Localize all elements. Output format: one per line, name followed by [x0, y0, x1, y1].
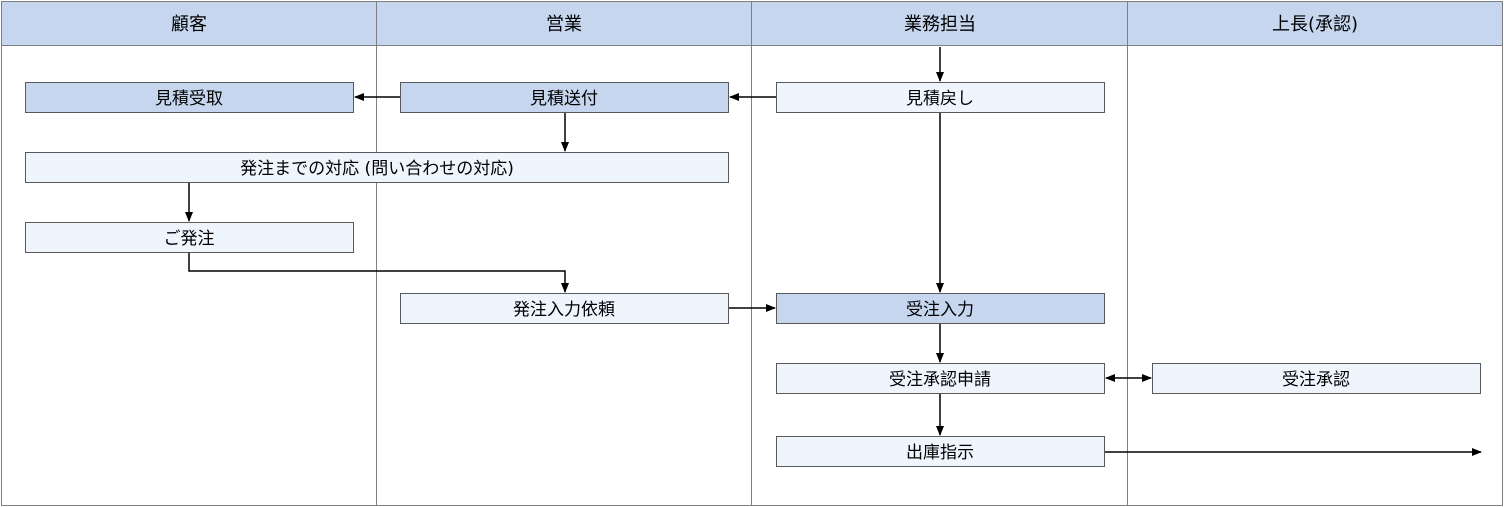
- box-mitsumori-modoshi: 見積戻し: [776, 82, 1105, 113]
- box-label: 発注までの対応 (問い合わせの対応): [240, 159, 514, 179]
- arrow-go-hacchu-to-irai: [188, 253, 569, 293]
- box-shukko-shiji: 出庫指示: [776, 436, 1105, 467]
- box-label: 発注入力依頼: [513, 300, 615, 320]
- box-juchu-shounin: 受注承認: [1152, 363, 1481, 394]
- box-label: 見積受取: [155, 89, 223, 109]
- box-label: 見積戻し: [906, 89, 974, 109]
- box-hacchu-taiou: 発注までの対応 (問い合わせの対応): [25, 152, 729, 183]
- box-label: 受注承認申請: [889, 370, 991, 390]
- box-juchu-shounin-shinsei: 受注承認申請: [776, 363, 1105, 394]
- box-label: 受注入力: [906, 300, 974, 320]
- lane-boss: 上長(承認): [1127, 1, 1503, 506]
- lane-header-customer: [1, 1, 377, 46]
- box-label: 受注承認: [1282, 370, 1350, 390]
- box-juchu-nyuryoku: 受注入力: [776, 293, 1105, 324]
- lane-sales: 営業: [376, 1, 752, 506]
- box-hacchu-nyuryoku-irai: 発注入力依頼: [400, 293, 729, 324]
- lane-title-boss: 上長(承認): [1272, 14, 1358, 35]
- box-label: 出庫指示: [906, 443, 974, 463]
- lane-title-sales: 営業: [546, 14, 582, 35]
- box-mitsumori-soufu: 見積送付: [400, 82, 729, 113]
- box-label: 見積送付: [530, 89, 598, 109]
- lane-title-ops: 業務担当: [904, 14, 976, 35]
- box-mitsumori-uketori: 見積受取: [25, 82, 354, 113]
- lane-header-ops: [751, 1, 1128, 46]
- lane-header-boss: [1127, 1, 1503, 46]
- box-go-hacchu: ご発注: [25, 222, 354, 253]
- lane-title-customer: 顧客: [171, 14, 207, 35]
- box-label: ご発注: [164, 229, 215, 249]
